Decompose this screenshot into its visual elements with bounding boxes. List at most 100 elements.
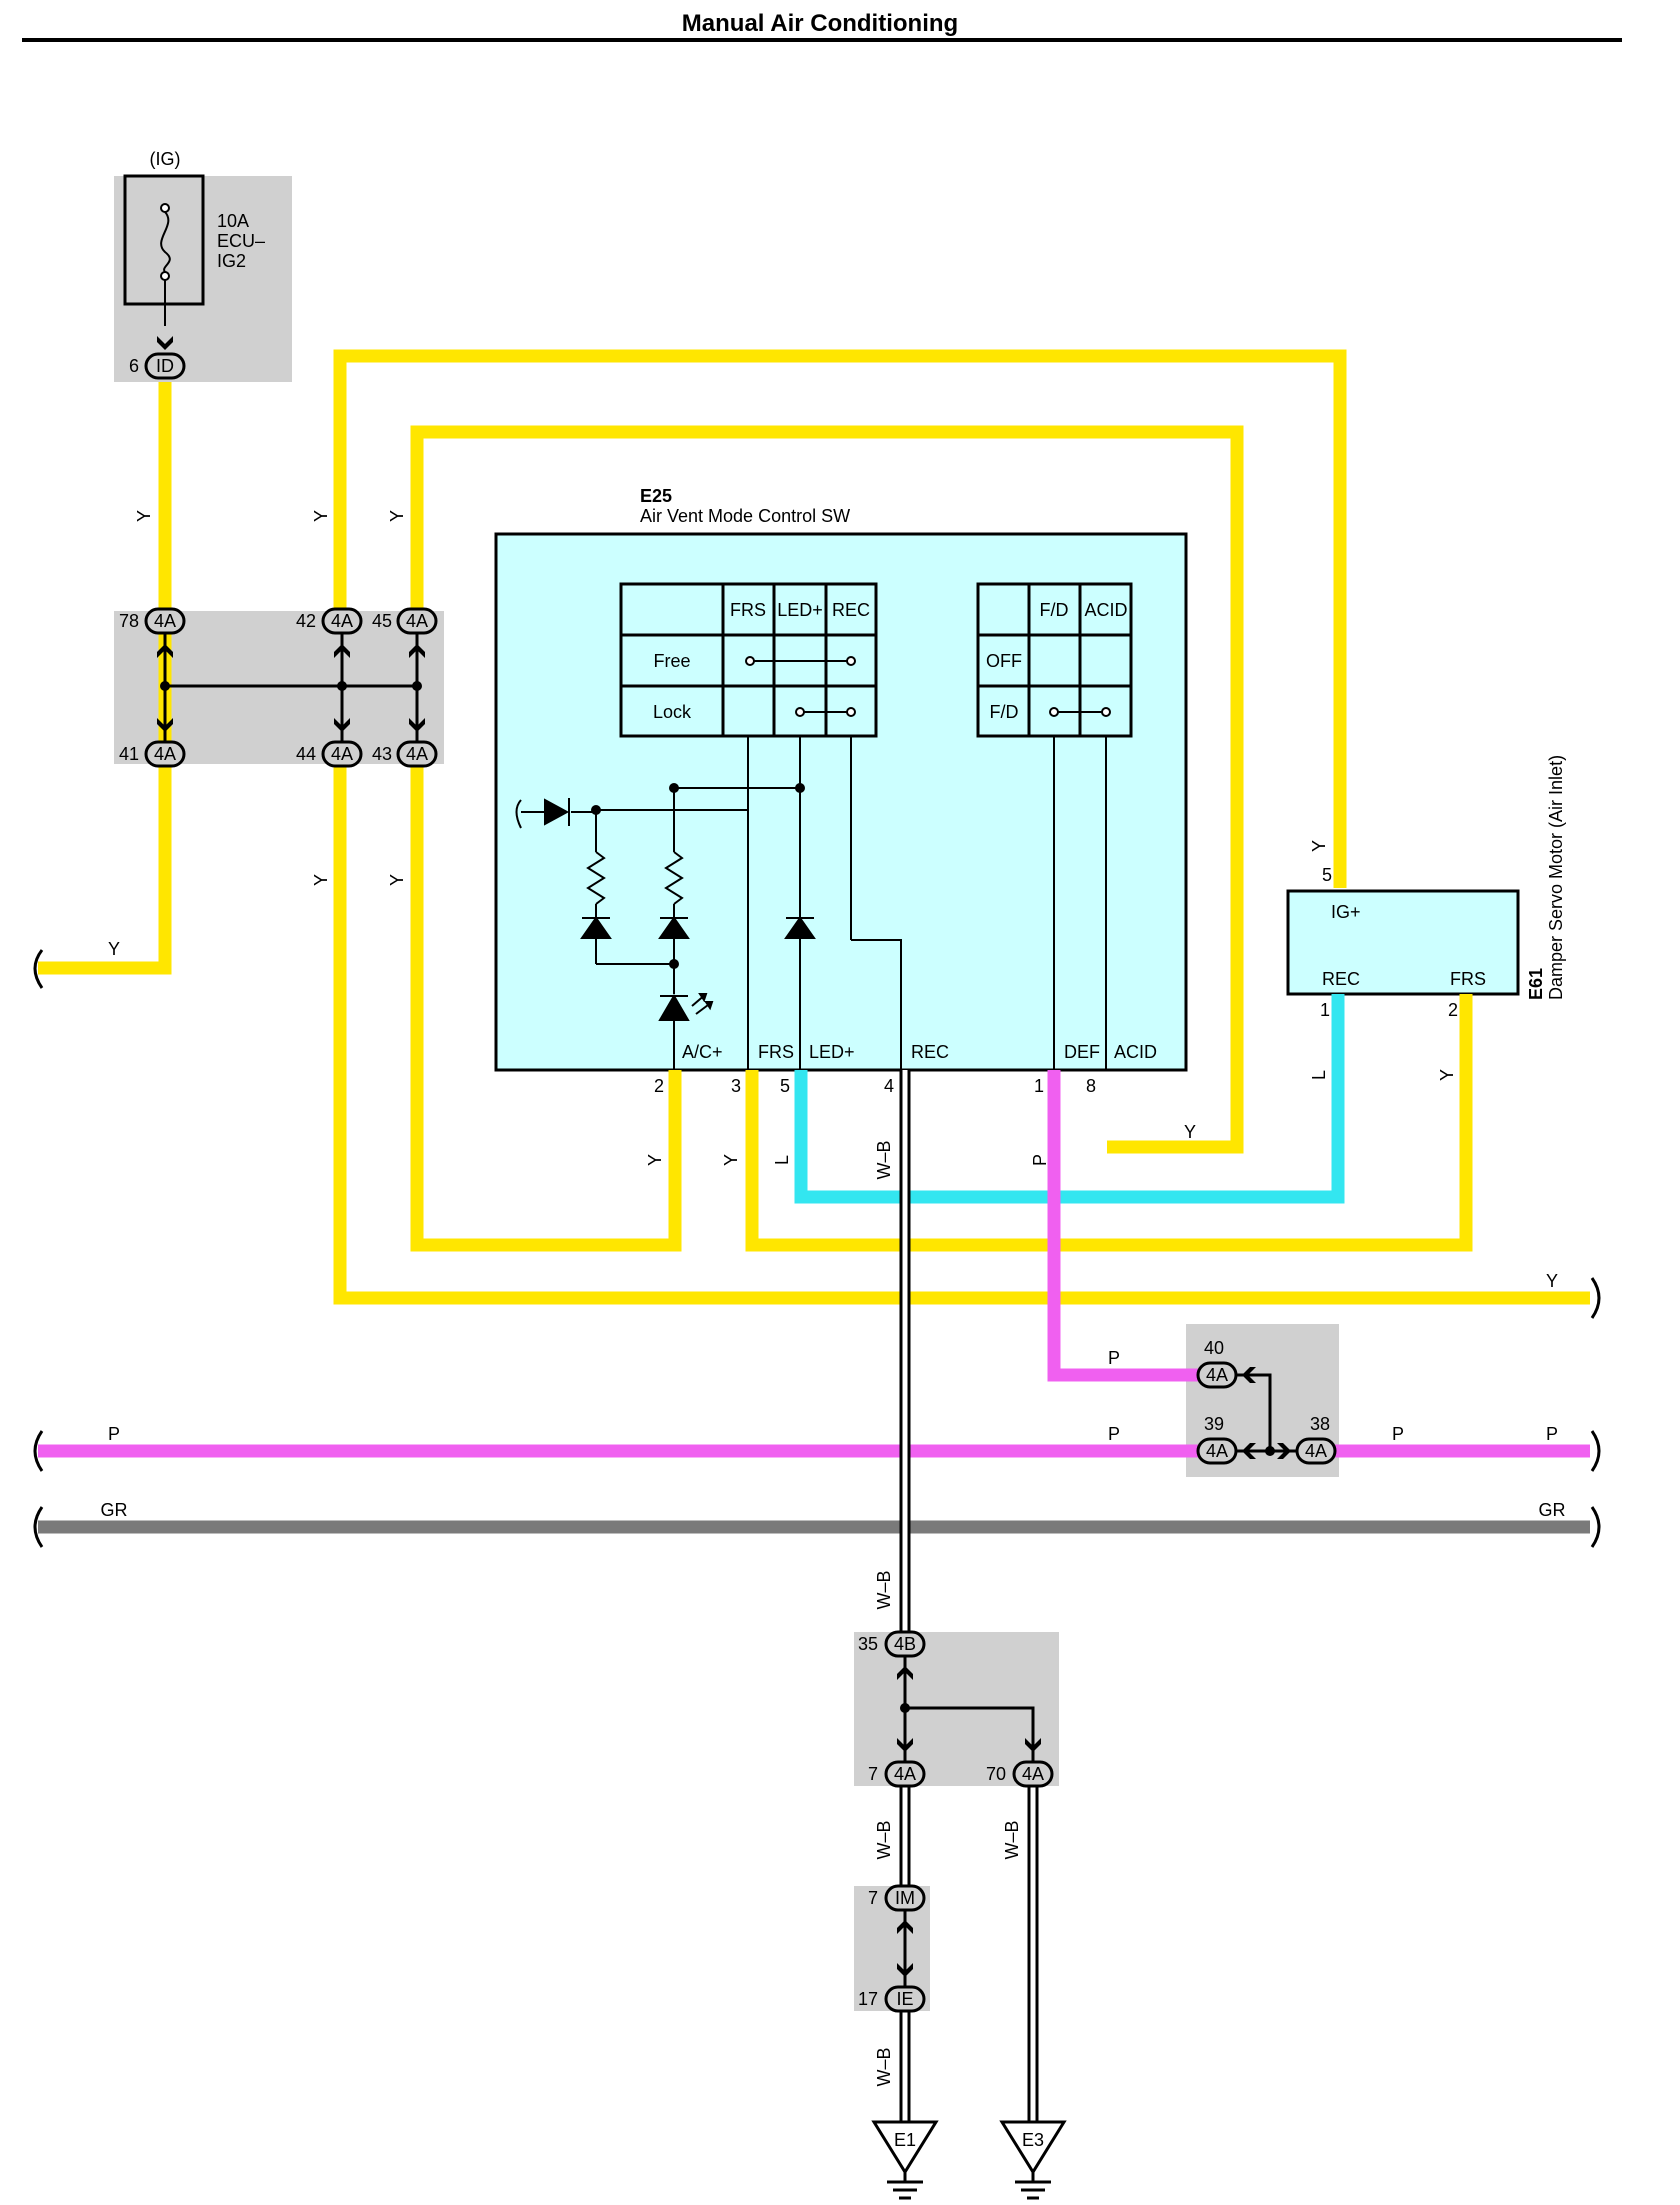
wire-label-y: Y — [387, 510, 407, 522]
conn-im-label: IM — [895, 1888, 915, 1908]
table2-header-fd: F/D — [1040, 600, 1069, 620]
wire-label-p: P — [108, 1424, 120, 1444]
conn-4a-70-label: 4A — [1022, 1764, 1044, 1784]
pin-43: 43 — [372, 744, 392, 764]
wire-label-y: Y — [721, 1154, 741, 1166]
wire-label-wb: W–B — [874, 1820, 894, 1859]
wire-label-y: Y — [387, 874, 407, 886]
ground-e3-icon — [999, 2120, 1067, 2200]
wire-labels: Y Y Y Y Y Y Y Y L P Y Y L Y Y P P P P P … — [101, 510, 1566, 2087]
wire-label-y: Y — [645, 1154, 665, 1166]
conn-4a-78: 4A — [154, 611, 176, 631]
table1-header-led: LED+ — [777, 600, 823, 620]
table2-row-fd: F/D — [990, 702, 1019, 722]
pin-78: 78 — [119, 611, 139, 631]
wire-label-y: Y — [311, 510, 331, 522]
conn-4b-35-label: 4B — [894, 1634, 916, 1654]
terminal-ac-pin: 2 — [654, 1076, 664, 1096]
wire-label-wb: W–B — [1002, 1820, 1022, 1859]
wire-label-p: P — [1546, 1424, 1558, 1444]
cyan-wire-l — [794, 994, 1345, 1204]
junction-p-dot — [1265, 1446, 1275, 1456]
terminal-def-pin: 1 — [1034, 1076, 1044, 1096]
wire-label-p: P — [1108, 1424, 1120, 1444]
table2-contacts — [1049, 707, 1111, 717]
terminal-led-label: LED+ — [809, 1042, 855, 1062]
fuse-name-1: ECU– — [217, 231, 265, 251]
wire-label-gr: GR — [1539, 1500, 1566, 1520]
pin-41: 41 — [119, 744, 139, 764]
wire-label-p: P — [1108, 1348, 1120, 1368]
page-title: Manual Air Conditioning — [682, 10, 958, 37]
connector-id-label: ID — [156, 356, 174, 376]
fuse-supply-label: (IG) — [150, 149, 181, 169]
pin-44: 44 — [296, 744, 316, 764]
pin-70: 70 — [986, 1764, 1006, 1784]
conn-4a-40-label: 4A — [1206, 1365, 1228, 1385]
yellow-wires — [38, 349, 1590, 1305]
wire-break-marks — [33, 949, 1601, 1548]
wire-label-y: Y — [1309, 840, 1329, 852]
fuse-rating: 10A — [217, 211, 249, 231]
terminal-frs-pin: 3 — [731, 1076, 741, 1096]
table1-header-frs: FRS — [730, 600, 766, 620]
ground-e3-label: E3 — [1022, 2130, 1044, 2150]
terminal-ac-label: A/C+ — [682, 1042, 723, 1062]
motor-code: E61 — [1526, 968, 1546, 1000]
air-vent-switch-body — [494, 532, 1188, 1072]
junction-dots — [160, 681, 422, 691]
table2-header-acid: ACID — [1084, 600, 1127, 620]
pin-40: 40 — [1204, 1338, 1224, 1358]
conn-4a-43: 4A — [406, 744, 428, 764]
table1-row-lock: Lock — [653, 702, 692, 722]
switch-internal-wiring — [515, 736, 1107, 1070]
motor-rec-pin: 1 — [1320, 1000, 1330, 1020]
terminal-rec-pin: 4 — [884, 1076, 894, 1096]
wire-label-y: Y — [134, 510, 154, 522]
fuse-pin: 6 — [129, 356, 139, 376]
terminal-led-pin: 5 — [780, 1076, 790, 1096]
conn-4a-39-label: 4A — [1206, 1441, 1228, 1461]
motor-frs-label: FRS — [1450, 969, 1486, 989]
conn-4a-41: 4A — [154, 744, 176, 764]
conn-4a-44: 4A — [331, 744, 353, 764]
wire-label-l: L — [772, 1155, 792, 1165]
switch-name: Air Vent Mode Control SW — [640, 506, 850, 526]
conn-4a-7-label: 4A — [894, 1764, 916, 1784]
conn-4a-45: 4A — [406, 611, 428, 631]
wire-label-p: P — [1392, 1424, 1404, 1444]
wire-label-y: Y — [108, 939, 120, 959]
motor-ig-label: IG+ — [1331, 902, 1361, 922]
table1-header-rec: REC — [832, 600, 870, 620]
terminal-acid-pin: 8 — [1086, 1076, 1096, 1096]
table2-row-off: OFF — [986, 651, 1022, 671]
ground-e1-label: E1 — [894, 2130, 916, 2150]
switch-internal-dots — [591, 783, 805, 969]
connector-id — [144, 352, 186, 380]
pin-35: 35 — [858, 1634, 878, 1654]
led-icon — [658, 993, 714, 1021]
wire-label-y: Y — [311, 874, 331, 886]
wire-label-p: P — [1030, 1154, 1050, 1166]
pin-ie-17: 17 — [858, 1989, 878, 2009]
wire-label-gr: GR — [101, 1500, 128, 1520]
conn-4a-38-label: 4A — [1305, 1441, 1327, 1461]
pin-42: 42 — [296, 611, 316, 631]
junction-top-connectors — [144, 607, 438, 768]
wire-label-wb: W–B — [874, 1570, 894, 1609]
wire-label-l: L — [1309, 1070, 1329, 1080]
terminal-def-label: DEF — [1064, 1042, 1100, 1062]
wire-label-y: Y — [1546, 1271, 1558, 1291]
pin-39: 39 — [1204, 1414, 1224, 1434]
table1-contacts — [745, 656, 856, 717]
diode-icon — [544, 798, 816, 939]
wire-label-wb: W–B — [874, 2047, 894, 2086]
pin-im-7: 7 — [868, 1888, 878, 1908]
wire-label-y: Y — [1184, 1122, 1196, 1142]
motor-frs-pin: 2 — [1448, 1000, 1458, 1020]
ground-e1-icon — [871, 2120, 939, 2200]
pin-38: 38 — [1310, 1414, 1330, 1434]
pin-7: 7 — [868, 1764, 878, 1784]
pink-wires — [38, 1070, 1590, 1458]
